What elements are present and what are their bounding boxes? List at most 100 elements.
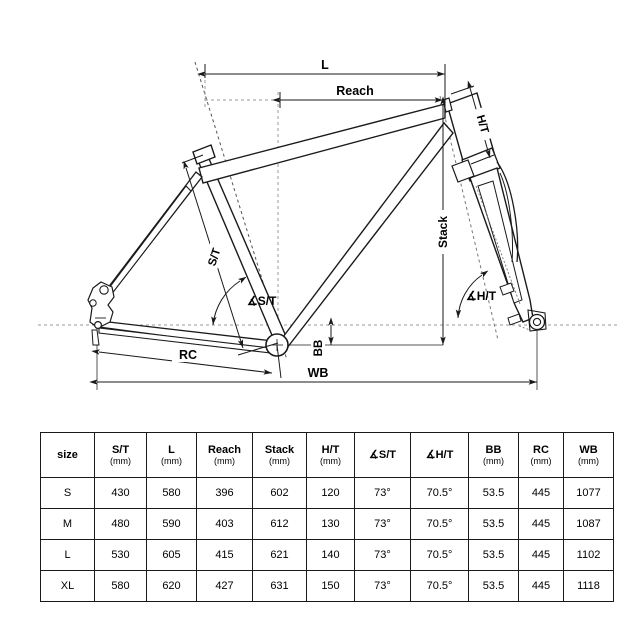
- angle-label-seat-tube: ∡S/T: [247, 294, 277, 308]
- column-header-st: S/T (mm): [94, 432, 147, 478]
- cell-rc: 445: [518, 570, 564, 602]
- dimension-label-bb-drop: BB: [313, 340, 325, 357]
- cell-st: 430: [94, 477, 147, 509]
- cell-st-angle: 73°: [354, 508, 411, 540]
- column-unit: (mm): [578, 456, 599, 467]
- seat-tube-top-cluster: [192, 144, 216, 165]
- column-label: S/T: [111, 443, 130, 456]
- dimension-rear-center: RC: [91, 344, 282, 379]
- dimension-label-seat-tube: S/T: [206, 247, 223, 268]
- column-label: size: [57, 448, 78, 461]
- cell-l: 590: [146, 508, 197, 540]
- cell-size: S: [40, 477, 95, 509]
- cell-rc: 445: [518, 508, 564, 540]
- cell-ht: 140: [306, 539, 355, 571]
- cell-size: XL: [40, 570, 95, 602]
- column-label: WB: [579, 443, 598, 456]
- column-header-ht: H/T (mm): [306, 432, 355, 478]
- column-label: Stack: [264, 443, 295, 456]
- column-unit: (mm): [214, 456, 235, 467]
- column-label: ∡S/T: [369, 448, 396, 461]
- fork-brake-mount: [499, 282, 522, 326]
- column-header-stack: Stack (mm): [252, 432, 307, 478]
- table-row: S 430 580 396 602 120 73° 70.5° 53.5 445…: [40, 477, 614, 509]
- cell-reach: 396: [196, 477, 253, 509]
- column-unit: (mm): [530, 456, 552, 467]
- cell-ht-angle: 70.5°: [410, 477, 469, 509]
- angle-seat-tube: ∡S/T: [211, 276, 277, 326]
- column-unit: (mm): [110, 456, 131, 467]
- cell-wb: 1087: [563, 508, 614, 540]
- dimension-head-tube: H/T: [450, 80, 496, 165]
- cell-l: 620: [146, 570, 197, 602]
- dimension-label-stack: Stack: [436, 216, 450, 248]
- column-header-reach: Reach (mm): [196, 432, 253, 478]
- dimension-label-length: L: [321, 58, 329, 72]
- geometry-table-container: size S/T (mm) L (mm) Reach (mm): [40, 432, 614, 602]
- dimension-stack: Stack: [435, 96, 451, 346]
- rear-dropout-assembly: [87, 281, 115, 346]
- cell-wb: 1118: [563, 570, 614, 602]
- cell-stack: 621: [252, 539, 307, 571]
- cell-stack: 602: [252, 477, 307, 509]
- column-label: ∡H/T: [425, 448, 454, 461]
- cell-st: 580: [94, 570, 147, 602]
- column-header-rc: RC (mm): [518, 432, 564, 478]
- column-unit: (mm): [269, 456, 290, 467]
- dimension-bb-drop: BB: [311, 317, 334, 362]
- cell-ht: 150: [306, 570, 355, 602]
- column-header-l: L (mm): [146, 432, 197, 478]
- cell-stack: 612: [252, 508, 307, 540]
- cell-st: 530: [94, 539, 147, 571]
- cell-st: 480: [94, 508, 147, 540]
- cell-ht: 130: [306, 508, 355, 540]
- cell-l: 580: [146, 477, 197, 509]
- dimension-label-reach: Reach: [336, 84, 374, 98]
- cell-bb: 53.5: [468, 477, 519, 509]
- cell-ht-angle: 70.5°: [410, 508, 469, 540]
- cell-st-angle: 73°: [354, 570, 411, 602]
- cell-rc: 445: [518, 477, 564, 509]
- cell-st-angle: 73°: [354, 539, 411, 571]
- table-row: L 530 605 415 621 140 73° 70.5° 53.5 445…: [40, 539, 614, 571]
- column-header-wb: WB (mm): [563, 432, 614, 478]
- cell-rc: 445: [518, 539, 564, 571]
- column-label: H/T: [321, 443, 340, 456]
- front-dropout-assembly: [518, 309, 547, 332]
- cell-reach: 415: [196, 539, 253, 571]
- table-row: M 480 590 403 612 130 73° 70.5° 53.5 445…: [40, 508, 614, 540]
- cell-size: M: [40, 508, 95, 540]
- angle-head-tube: ∡H/T: [455, 270, 497, 319]
- geometry-table: size S/T (mm) L (mm) Reach (mm): [40, 432, 614, 602]
- column-label: BB: [485, 443, 502, 456]
- angle-label-head-tube: ∡H/T: [466, 289, 497, 303]
- column-label: RC: [533, 443, 549, 456]
- dimension-wheelbase: WB: [89, 364, 538, 385]
- dimension-label-head-tube: H/T: [474, 114, 491, 135]
- cell-stack: 631: [252, 570, 307, 602]
- column-header-ht-angle: ∡H/T: [410, 432, 469, 478]
- column-header-bb: BB (mm): [468, 432, 519, 478]
- column-label: L: [168, 443, 175, 456]
- cell-bb: 53.5: [468, 570, 519, 602]
- seat-stay-shape: [99, 171, 203, 305]
- column-header-st-angle: ∡S/T: [354, 432, 411, 478]
- dimension-reach: Reach: [272, 82, 444, 108]
- cell-reach: 427: [196, 570, 253, 602]
- column-label: Reach: [207, 443, 242, 456]
- cell-ht-angle: 70.5°: [410, 539, 469, 571]
- cell-st-angle: 73°: [354, 477, 411, 509]
- cell-l: 605: [146, 539, 197, 571]
- column-unit: (mm): [161, 456, 182, 467]
- cell-wb: 1077: [563, 477, 614, 509]
- cell-size: L: [40, 539, 95, 571]
- dimension-label-wheelbase: WB: [308, 366, 329, 380]
- cell-ht: 120: [306, 477, 355, 509]
- cell-ht-angle: 70.5°: [410, 570, 469, 602]
- frame-geometry-diagram: L Reach H/T Stack: [38, 56, 620, 390]
- dimension-label-rear-center: RC: [179, 348, 197, 362]
- table-row: XL 580 620 427 631 150 73° 70.5° 53.5 44…: [40, 570, 614, 602]
- cell-bb: 53.5: [468, 508, 519, 540]
- column-unit: (mm): [483, 456, 504, 467]
